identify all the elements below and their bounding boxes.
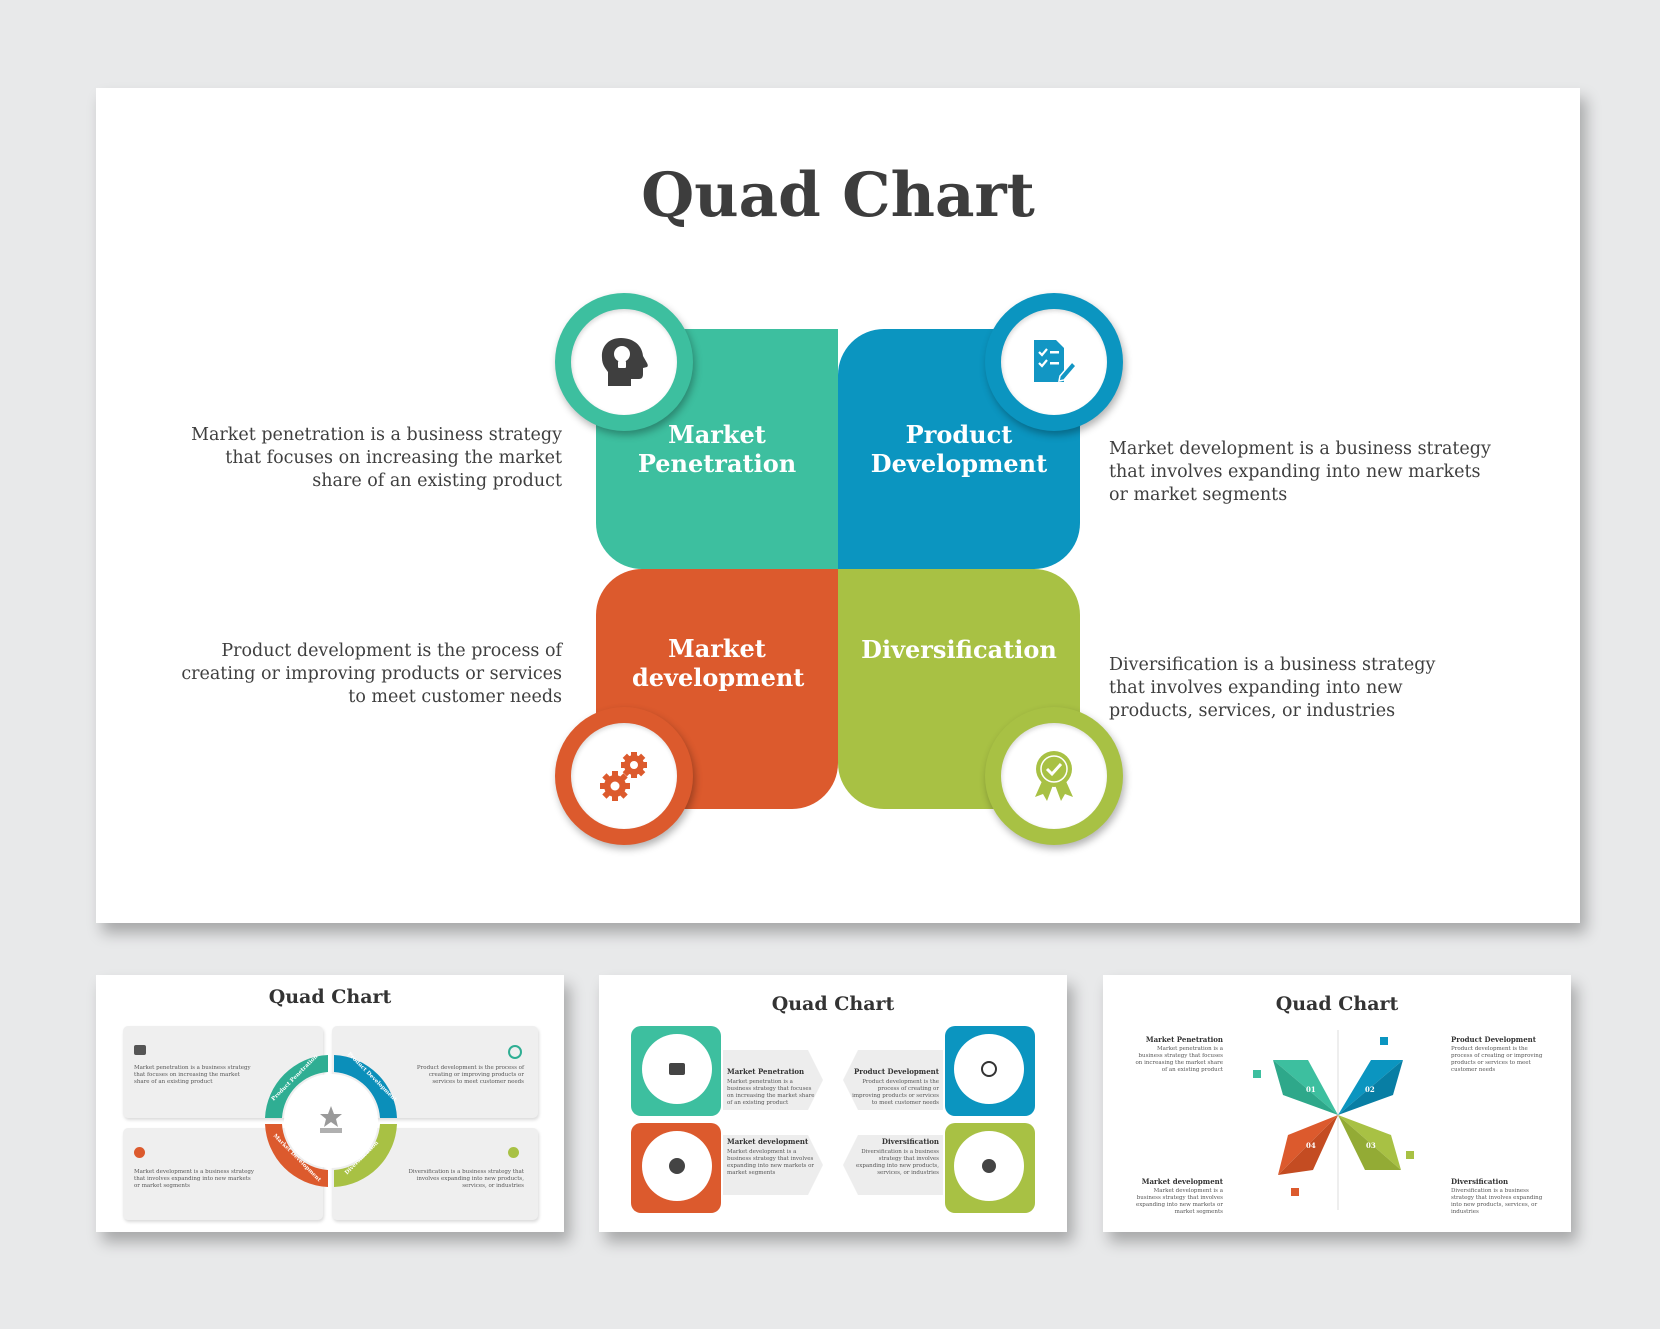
description-product-development: Market development is a business strateg…: [1109, 439, 1491, 505]
item-label: Market development: [1141, 1177, 1223, 1186]
description-market-development: Product development is the process of cr…: [181, 641, 562, 707]
item-text: Market penetration is a business strateg…: [727, 1079, 815, 1106]
item-text: Market development is a business strateg…: [727, 1149, 815, 1176]
item-label: Market development: [727, 1137, 809, 1146]
award-badge-icon: [1035, 751, 1073, 801]
card-text: Market penetration is a business strateg…: [134, 1065, 251, 1085]
item-text: Market development is a business strateg…: [1135, 1188, 1223, 1215]
description-diversification: Diversification is a business strategy t…: [1109, 655, 1436, 721]
worker-icon: [134, 1147, 145, 1158]
icon-circle: [642, 1131, 712, 1201]
people-icon: [669, 1063, 685, 1075]
icon-ring-market-development: [555, 707, 693, 845]
document-edit-icon: [1034, 340, 1078, 382]
pie-chart-icon: [669, 1158, 685, 1174]
gears-icon: [600, 752, 647, 801]
segment-number: 04: [1306, 1141, 1316, 1150]
crosshair-icon: [508, 1045, 522, 1059]
ring-diagram: [265, 1055, 397, 1187]
item-label: Market Penetration: [1145, 1035, 1223, 1044]
card-text: Market development is a business strateg…: [134, 1169, 255, 1189]
arrow-tile: [843, 1050, 943, 1110]
arrow-tile: [723, 1050, 823, 1110]
item-label: Diversification: [1451, 1177, 1509, 1186]
icon-ring-product-development: [985, 293, 1123, 431]
item-text: Market penetration is a business strateg…: [1135, 1046, 1224, 1073]
item-text: Diversification is a business strategy t…: [1451, 1188, 1543, 1215]
segment-number: 03: [1366, 1141, 1376, 1150]
card-text: Product development is the process of cr…: [416, 1065, 524, 1085]
quadrant-label: Market Penetration: [637, 420, 797, 478]
thumbnail-title: Quad Chart: [771, 993, 895, 1015]
leaf-icon: [508, 1147, 519, 1158]
arrow-tile: [843, 1135, 943, 1195]
thumbnail-title: Quad Chart: [268, 986, 392, 1008]
icon-circle: [642, 1034, 712, 1104]
quadrant-diversification: Diversification: [838, 569, 1080, 809]
compass-icon: [982, 1159, 996, 1173]
quadrant-label: Product Development: [870, 420, 1048, 478]
item-text: Product development is the process of cr…: [852, 1079, 939, 1106]
main-slide[interactable]: Quad Chart Market Penetration Product De…: [96, 88, 1580, 923]
icon-circle: [954, 1034, 1024, 1104]
item-label: Diversification: [881, 1137, 939, 1146]
quadrant-label: Market development: [632, 634, 805, 692]
thumbnail-slide-1[interactable]: Quad Chart Product Penetration Product D…: [96, 975, 564, 1232]
thumbnail-title: Quad Chart: [1275, 993, 1399, 1015]
item-text: Diversification is a business strategy t…: [856, 1149, 939, 1176]
icon-ring-penetration: [555, 293, 693, 431]
icon-ring-diversification: [985, 707, 1123, 845]
crosshair-icon: [981, 1061, 997, 1077]
thumbnail-slide-3[interactable]: Quad Chart 01 02 04 03 Market Penetratio…: [1103, 975, 1571, 1232]
people-icon: [134, 1045, 146, 1055]
head-lightbulb-icon: [601, 338, 648, 386]
item-text: Product development is the process of cr…: [1451, 1046, 1543, 1073]
icon-circle: [954, 1131, 1024, 1201]
card-text: Diversification is a business strategy t…: [408, 1169, 524, 1189]
pinwheel-diagram: [1253, 1030, 1414, 1210]
arrow-tile: [723, 1135, 823, 1195]
segment-number: 02: [1365, 1085, 1375, 1094]
segment-number: 01: [1306, 1085, 1316, 1094]
quadrant-label: Diversification: [861, 634, 1057, 664]
description-market-penetration: Market penetration is a business strateg…: [191, 425, 562, 491]
item-label: Product Development: [1451, 1035, 1536, 1044]
item-label: Market Penetration: [727, 1067, 805, 1076]
item-label: Product Development: [854, 1067, 939, 1076]
slide-title: Quad Chart: [641, 160, 1035, 231]
thumbnail-slide-2[interactable]: Quad Chart Market Penetration Market pen…: [599, 975, 1067, 1232]
